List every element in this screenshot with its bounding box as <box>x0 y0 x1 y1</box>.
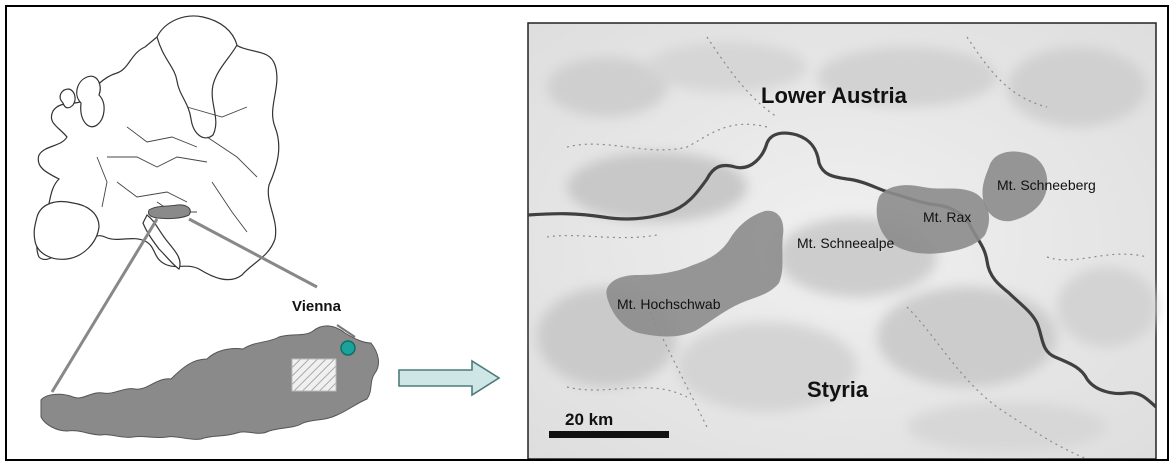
massif-rax <box>876 185 990 254</box>
ireland <box>59 88 76 109</box>
vienna-dot <box>340 340 356 356</box>
detail-map: Lower Austria Styria Mt. Hochschwab Mt. … <box>527 22 1158 459</box>
vienna-label: Vienna <box>292 298 342 315</box>
arrow-icon <box>398 359 501 397</box>
label-mt-hochschwab: Mt. Hochschwab <box>617 296 721 312</box>
massif-hochschwab <box>606 210 784 337</box>
scandinavia <box>156 15 238 139</box>
figure-canvas: Vienna Lower Austria <box>33 15 1158 459</box>
district-boundaries <box>546 36 1148 459</box>
scale-bar-label: 20 km <box>565 410 613 429</box>
connector-line-left <box>50 218 159 393</box>
europe-map <box>33 15 280 281</box>
iberia <box>33 200 100 260</box>
label-mt-schneeberg: Mt. Schneeberg <box>997 177 1096 193</box>
region-label-styria: Styria <box>807 377 869 402</box>
connector-line-right <box>188 217 318 289</box>
vienna-leader-line <box>336 324 356 338</box>
region-label-lower-austria: Lower Austria <box>761 83 908 108</box>
scale-bar <box>549 431 669 438</box>
label-mt-schneealpe: Mt. Schneealpe <box>797 235 894 251</box>
austria-shape <box>40 325 379 440</box>
massif-schneeberg <box>982 151 1048 222</box>
study-area-hatch <box>291 358 337 392</box>
label-mt-rax: Mt. Rax <box>923 209 971 225</box>
austria-highlight-small <box>148 204 191 220</box>
uk <box>76 75 105 128</box>
figure-frame: Vienna Lower Austria <box>5 5 1169 461</box>
austria-map: Vienna <box>40 298 379 440</box>
arrow-to-detail <box>398 359 501 397</box>
relief-shading <box>537 42 1157 452</box>
